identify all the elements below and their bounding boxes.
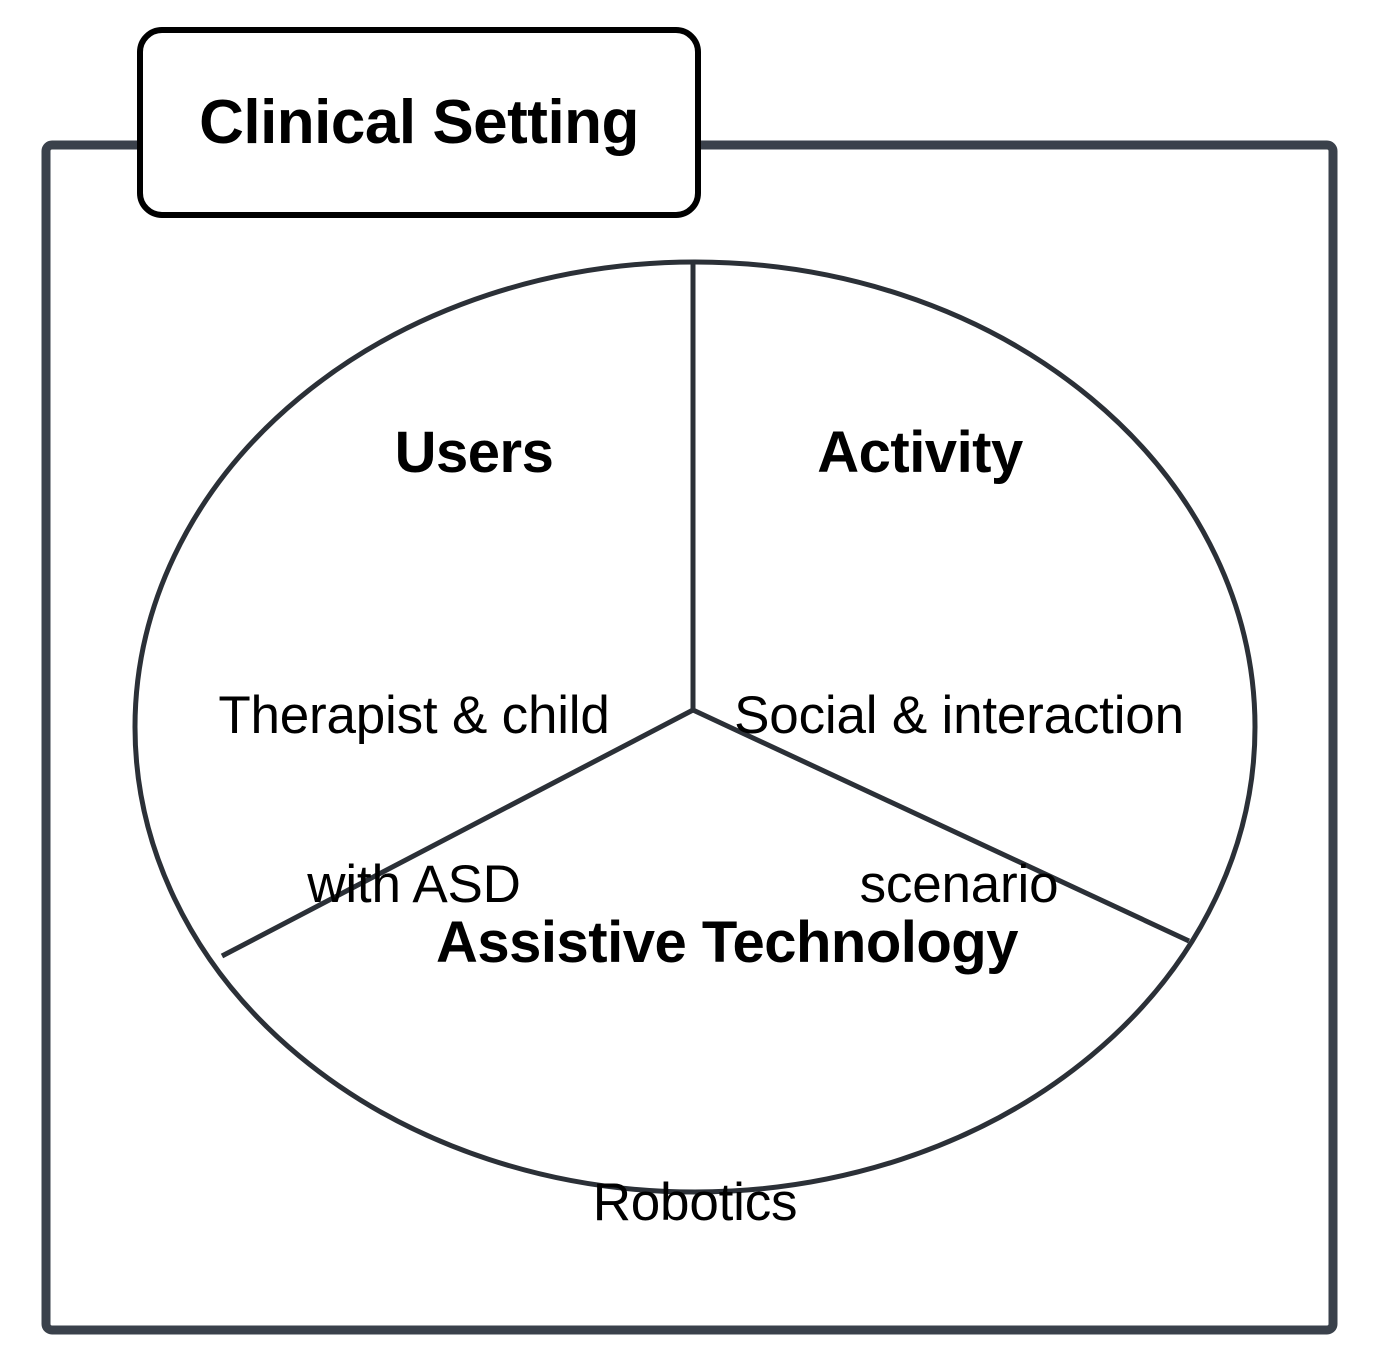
- segment-body-activity-line-2: scenario: [859, 854, 1059, 914]
- segment-body-assistive-technology-line-1: Robotics: [592, 1173, 798, 1233]
- divider-users-technology: [220, 707, 695, 959]
- segment-title-assistive-technology: Assistive Technology: [436, 910, 1018, 975]
- segment-title-users: Users: [394, 420, 554, 485]
- clinical-setting-label-box: [137, 27, 701, 218]
- segment-body-users-line-1: Therapist & child: [218, 686, 610, 746]
- segment-body-users: Therapist & child with ASD: [164, 576, 664, 1025]
- segment-body-activity: Social & interaction scenario: [692, 576, 1226, 1025]
- divider-activity-technology: [691, 707, 1191, 944]
- clinical-setting-label: Clinical Setting: [199, 88, 639, 157]
- segment-body-assistive-technology: Robotics: [545, 1063, 845, 1344]
- segment-title-activity: Activity: [817, 420, 1023, 485]
- segment-body-users-line-2: with ASD: [307, 854, 521, 914]
- segment-body-activity-line-1: Social & interaction: [734, 686, 1184, 746]
